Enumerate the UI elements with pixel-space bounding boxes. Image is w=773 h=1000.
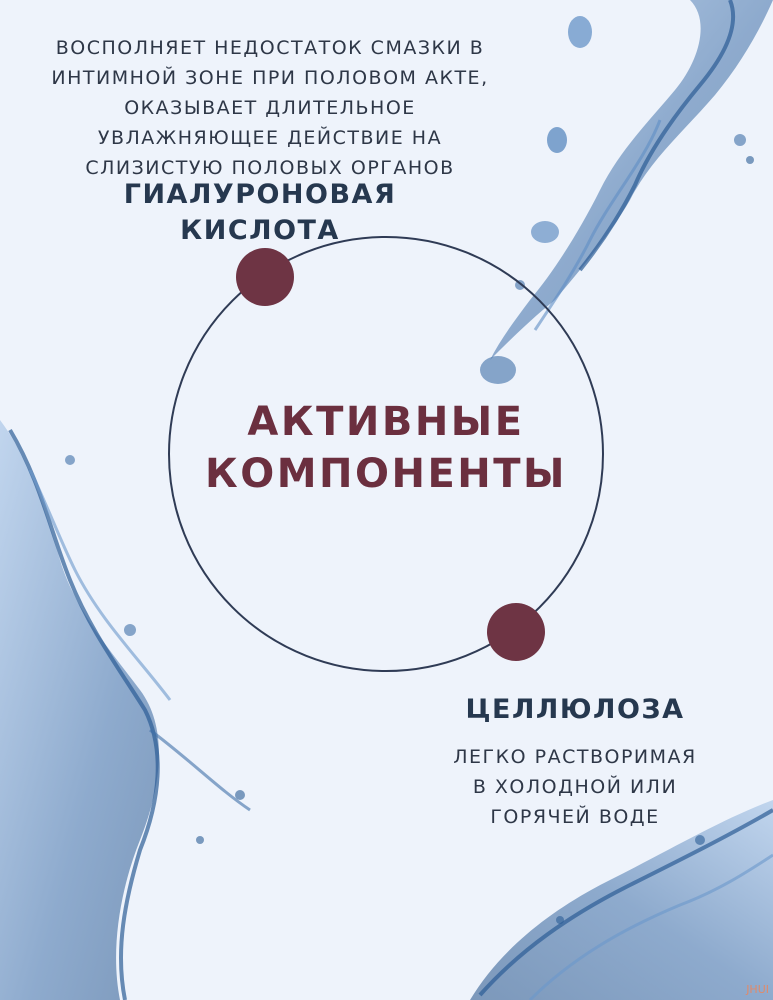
ingredient-name-line: ГИАЛУРОНОВАЯ [123, 179, 397, 210]
accent-dot-top [236, 248, 294, 306]
hyaluronic-acid-name: ГИАЛУРОНОВАЯ КИСЛОТА [100, 177, 420, 249]
hyaluronic-description: ВОСПОЛНЯЕТ НЕДОСТАТОК СМАЗКИ В ИНТИМНОЙ … [10, 33, 530, 183]
ingredient-name-line: КИСЛОТА [180, 215, 340, 246]
description-line: ОКАЗЫВАЕТ ДЛИТЕЛЬНОЕ [124, 97, 416, 119]
title-line: КОМПОНЕНТЫ [205, 451, 567, 497]
center-circle [168, 236, 604, 672]
description-line: УВЛАЖНЯЮЩЕЕ ДЕЙСТВИЕ НА [97, 127, 443, 149]
description-line: ГОРЯЧЕЙ ВОДЕ [490, 806, 660, 828]
description-line: ВОСПОЛНЯЕТ НЕДОСТАТОК СМАЗКИ В [55, 37, 485, 59]
description-line: В ХОЛОДНОЙ ИЛИ [472, 776, 678, 798]
description-line: ЛЕГКО РАСТВОРИМАЯ [453, 746, 697, 768]
title-line: АКТИВНЫЕ [247, 399, 525, 445]
page-title: АКТИВНЫЕ КОМПОНЕНТЫ [168, 396, 604, 500]
cellulose-description: ЛЕГКО РАСТВОРИМАЯ В ХОЛОДНОЙ ИЛИ ГОРЯЧЕЙ… [430, 742, 720, 832]
accent-dot-bottom [487, 603, 545, 661]
watermark: JHUI [746, 983, 769, 996]
cellulose-name: ЦЕЛЛЮЛОЗА [465, 694, 685, 725]
description-line: ИНТИМНОЙ ЗОНЕ ПРИ ПОЛОВОМ АКТЕ, [51, 67, 489, 89]
description-line: СЛИЗИСТУЮ ПОЛОВЫХ ОРГАНОВ [85, 157, 455, 179]
